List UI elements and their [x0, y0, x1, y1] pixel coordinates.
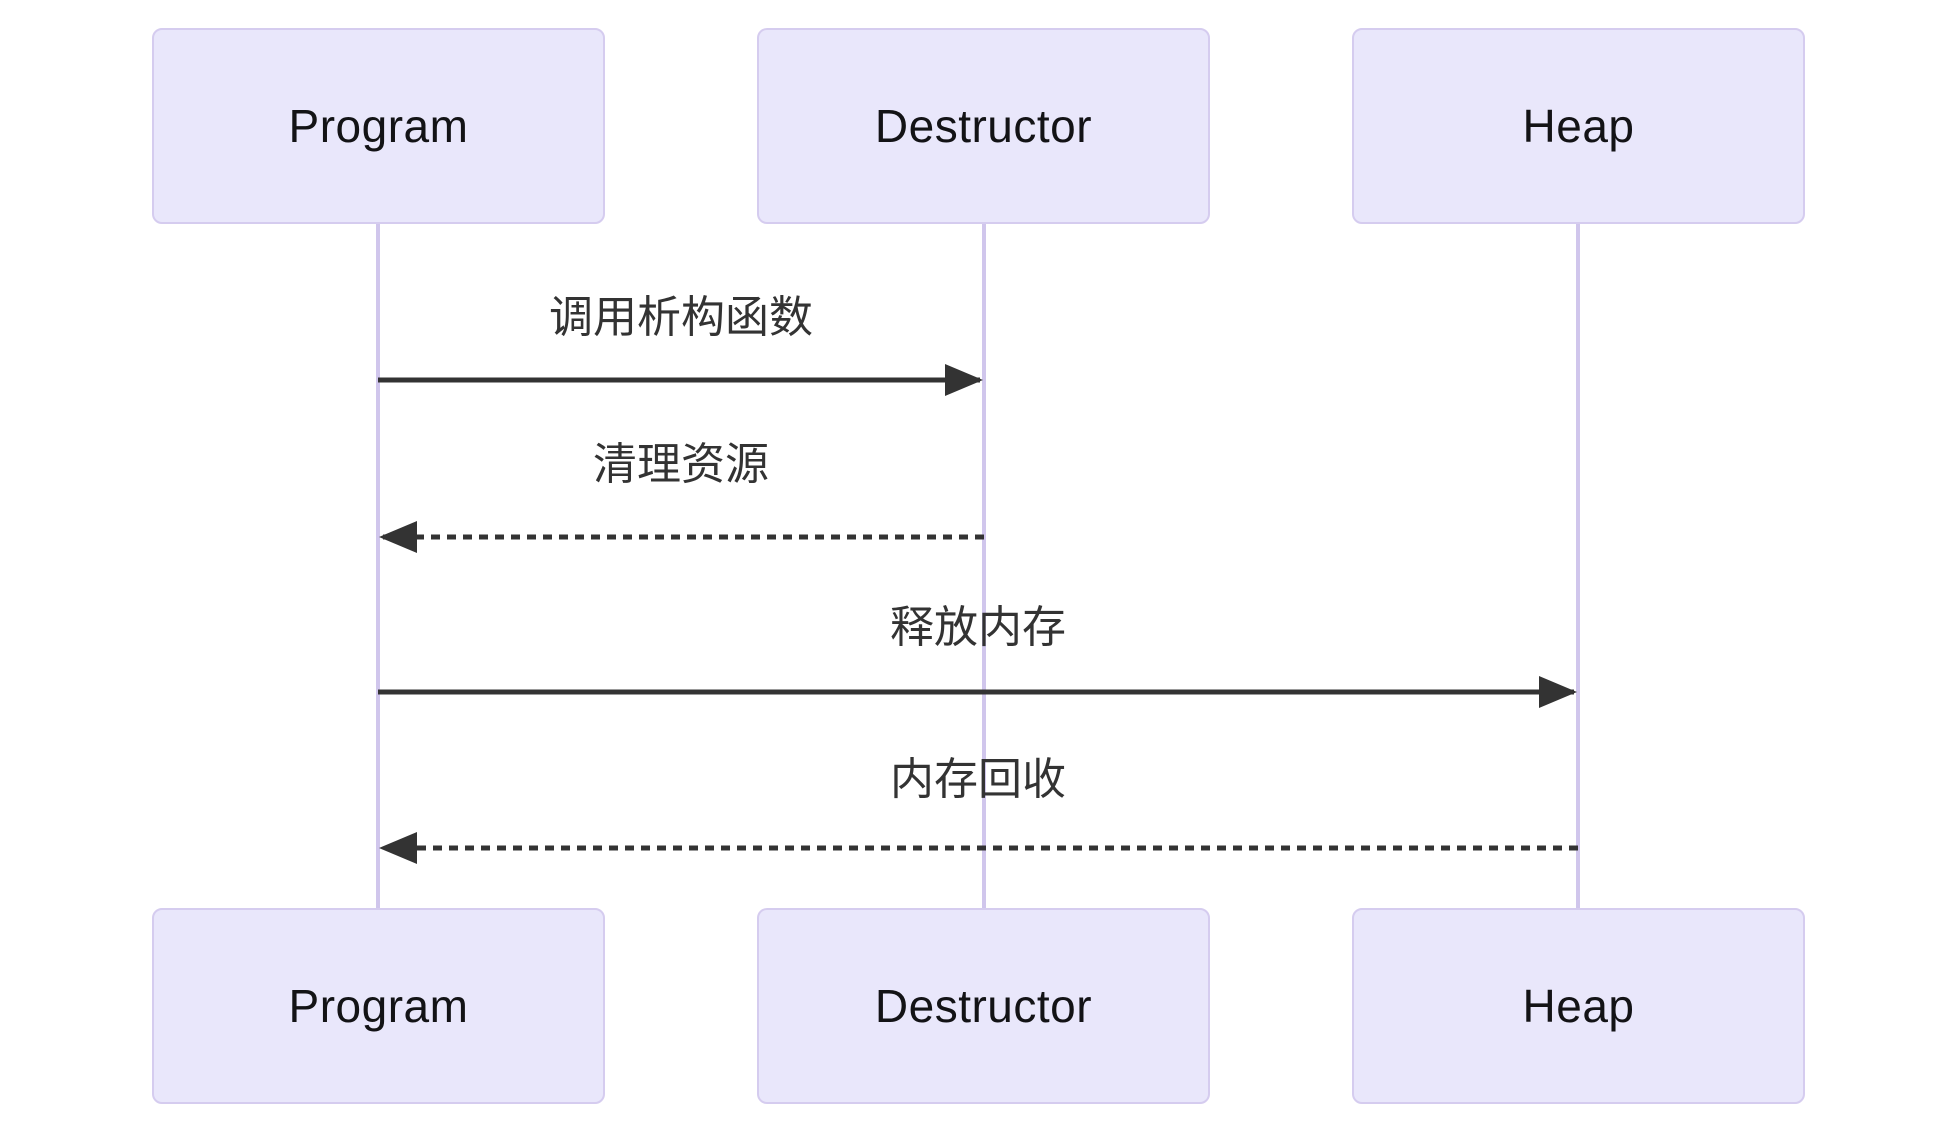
lifeline-heap — [1576, 224, 1580, 909]
actor-box-top-destructor: Destructor — [757, 28, 1210, 224]
actor-label-heap: Heap — [1522, 100, 1635, 152]
actor-box-bottom-destructor: Destructor — [757, 908, 1210, 1104]
actor-label-program: Program — [288, 100, 469, 152]
message-label-free-memory: 释放内存 — [890, 603, 1066, 652]
actor-label-destructor-bottom: Destructor — [874, 980, 1093, 1032]
actor-box-top-heap: Heap — [1352, 28, 1805, 224]
lifeline-program — [376, 224, 380, 909]
message-label-call-destructor: 调用析构函数 — [549, 293, 813, 342]
actor-label-destructor: Destructor — [874, 100, 1093, 152]
message-label-clean-resources: 清理资源 — [593, 440, 769, 489]
actor-label-heap-bottom: Heap — [1522, 980, 1635, 1032]
actor-box-bottom-heap: Heap — [1352, 908, 1805, 1104]
message-label-memory-reclaimed: 内存回收 — [890, 755, 1066, 804]
actor-label-program-bottom: Program — [288, 980, 469, 1032]
lifeline-destructor — [982, 224, 986, 909]
actor-box-top-program: Program — [152, 28, 605, 224]
actor-box-bottom-program: Program — [152, 908, 605, 1104]
